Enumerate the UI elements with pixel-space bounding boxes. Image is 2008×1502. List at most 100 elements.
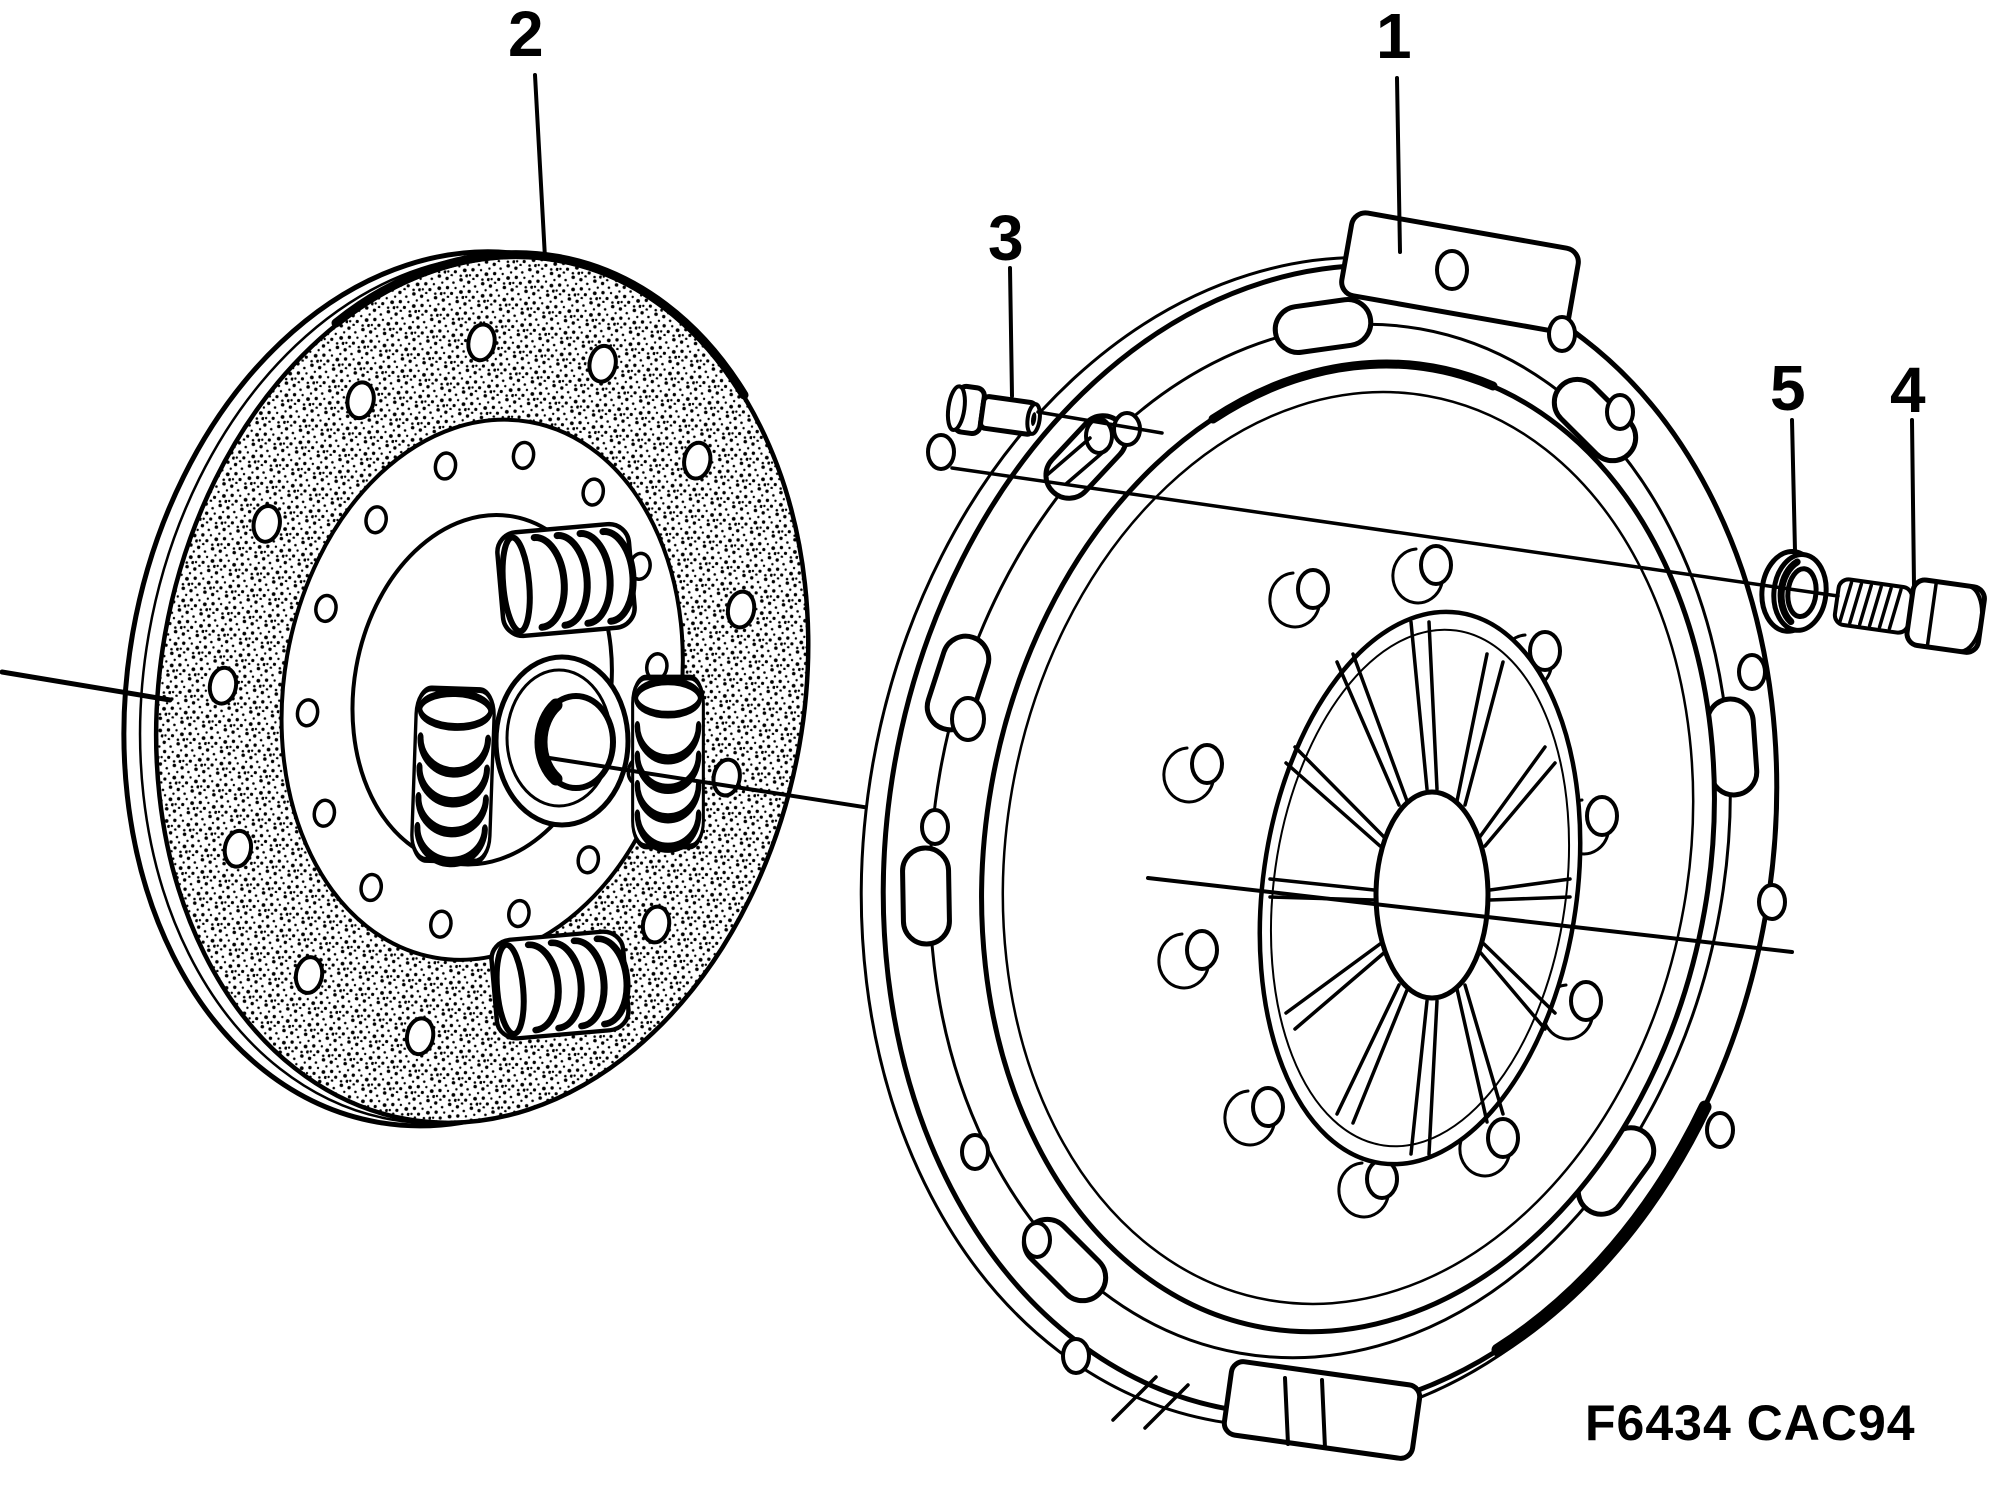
rivet-hole	[222, 828, 254, 869]
callout-1: 1	[1376, 0, 1412, 72]
rivet-hook	[1391, 547, 1444, 605]
bolt-axis-line	[950, 466, 1840, 598]
small-hole	[429, 909, 453, 939]
flange-hole	[960, 1133, 990, 1171]
bolt-head-facet	[1925, 581, 1938, 647]
small-hole	[364, 505, 388, 535]
finger-gap-line	[1351, 988, 1409, 1125]
rivet-hole	[466, 322, 497, 363]
finger-gap-line	[1427, 999, 1439, 1156]
leader-line-4	[1910, 418, 1916, 587]
disc-hub	[493, 654, 631, 828]
flange-bend-line	[928, 322, 1732, 1360]
leader-line-3	[1008, 266, 1014, 398]
finger-gap-line	[1483, 761, 1557, 848]
finger-gap-line	[1427, 620, 1439, 791]
notch-line	[1064, 445, 1111, 486]
spring-coil	[576, 530, 614, 627]
flange-hole	[1705, 1111, 1735, 1149]
flange-hole	[1605, 393, 1635, 431]
bolt-threads	[1838, 580, 1903, 631]
disc-rivet-holes	[207, 322, 757, 1057]
disc-friction-stipple	[158, 258, 807, 1121]
rivet-hole	[725, 589, 757, 630]
leader-line-1	[1395, 76, 1402, 254]
flange-holes	[920, 249, 1787, 1375]
diaphragm-fingers	[1268, 620, 1572, 1156]
rivet-hook	[1157, 932, 1210, 990]
small-hole	[312, 798, 337, 828]
cover-rivet-hole	[1251, 1086, 1285, 1128]
finger-gap-line	[1335, 660, 1401, 807]
notch-line	[1045, 436, 1092, 477]
thread-line	[1867, 585, 1883, 628]
spring-end-coil	[499, 534, 533, 635]
leader-line-5	[1790, 418, 1797, 553]
small-hole	[314, 593, 338, 624]
finger-gap-line	[1477, 745, 1547, 840]
rivet-hole	[404, 1016, 436, 1057]
cover-rivet-hole	[1296, 568, 1330, 610]
finger-gap-line	[1335, 983, 1401, 1116]
rivet-hook	[1268, 571, 1321, 629]
axis-line-hub	[541, 755, 904, 815]
cover-rivet-hole	[1585, 795, 1619, 837]
finger-gap-line	[1293, 745, 1387, 840]
flange-hole	[1435, 249, 1469, 291]
finger-gap-line	[1268, 877, 1376, 892]
washer	[1759, 548, 1829, 634]
rivet-hook	[1223, 1089, 1276, 1147]
cover-rivet-hole	[1569, 980, 1603, 1022]
small-hole	[295, 698, 320, 728]
washer-shade	[1777, 558, 1801, 626]
flange-hole	[1547, 315, 1577, 353]
spring-coil	[416, 762, 490, 808]
spring-coil	[530, 534, 568, 631]
finger-gap-line	[1488, 877, 1572, 892]
finger-gap-line	[1409, 999, 1429, 1156]
dome-shadow-top	[1208, 359, 1498, 424]
rivet-hook	[1162, 746, 1215, 804]
thread-line	[1877, 586, 1893, 629]
axis-line-left	[0, 669, 173, 703]
pin-axis-line	[1036, 410, 1164, 435]
leader-lines	[533, 73, 1916, 587]
rivet-hook	[1337, 1161, 1390, 1219]
callout-5: 5	[1770, 352, 1806, 424]
thread-line	[1887, 587, 1903, 631]
flange-hole	[1084, 417, 1114, 455]
callout-2: 2	[508, 0, 544, 70]
finger-gap-line	[1455, 987, 1489, 1124]
finger-gap-line	[1409, 620, 1429, 791]
pin-bore	[1030, 412, 1037, 426]
finger-gap-line	[1488, 895, 1572, 902]
flange-notch-lines	[1045, 436, 1190, 1430]
notch-line	[1111, 1375, 1158, 1422]
flange-shadow-bottom	[1491, 1100, 1712, 1357]
thread-line	[1857, 583, 1874, 627]
cover-rivet-hole	[1190, 743, 1224, 785]
small-hole	[359, 872, 384, 903]
spring-coil	[547, 939, 585, 1032]
flange-hole	[1022, 1221, 1052, 1259]
finger-gap-line	[1293, 950, 1387, 1031]
flange-slot	[1272, 297, 1374, 355]
hub-bore-shadow	[534, 698, 563, 786]
rivet-hole	[682, 440, 713, 481]
finger-gap-line	[1351, 652, 1409, 803]
finger-gap-line	[1463, 660, 1505, 807]
damper-spring-bottom	[489, 929, 631, 1041]
tab-bend-line	[1320, 1378, 1327, 1450]
flange-hole	[926, 433, 956, 471]
spring-coil	[417, 732, 492, 778]
small-hole	[507, 898, 531, 929]
spring-coil	[570, 937, 608, 1030]
rivet-hole	[587, 343, 618, 384]
rivet-hole	[251, 503, 282, 544]
rivet-hole	[293, 955, 325, 995]
spring-end-coil	[417, 689, 493, 731]
bolt-head-cap	[1956, 584, 1984, 654]
small-hole	[581, 477, 606, 507]
figure-code: F6434 CAC94	[1585, 1395, 1916, 1451]
